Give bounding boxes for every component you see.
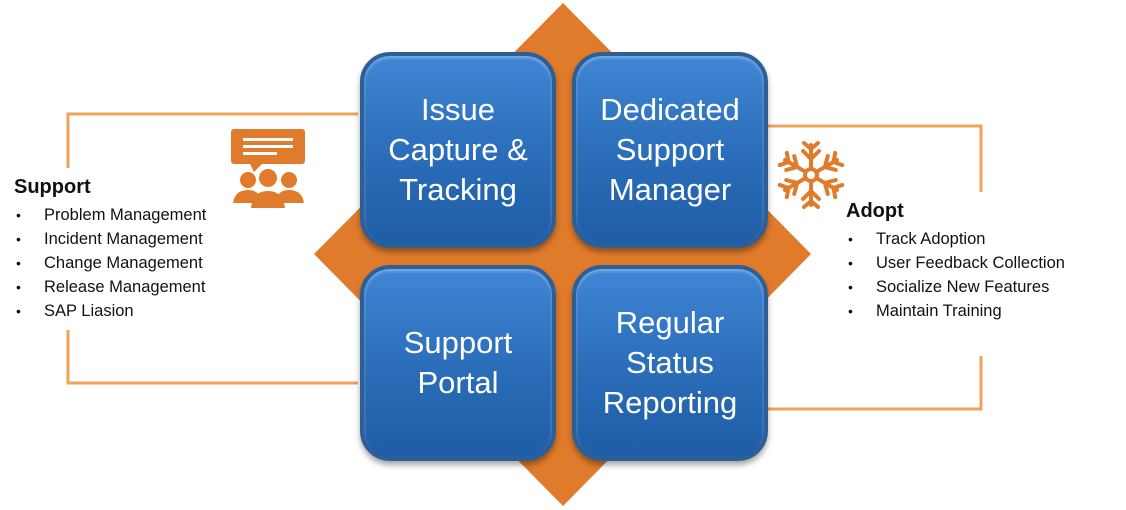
issue-capture-tracking-box: Issue Capture & Tracking [360,52,556,248]
box-line: Support [615,132,725,167]
regular-status-reporting-box: Regular Status Reporting [572,265,768,461]
list-item: •Track Adoption [846,227,1065,251]
list-item: •Socialize New Features [846,275,1065,299]
bullet-icon: • [848,279,853,295]
list-item: •Release Management [14,275,206,299]
bullet-icon: • [848,303,853,319]
list-item: •Problem Management [14,203,206,227]
bullet-icon: • [16,231,21,247]
box-line: Portal [417,365,499,400]
support-bracket-bottom [66,330,358,385]
box-line: Dedicated [600,92,740,127]
box-line: Manager [608,172,732,207]
bullet-icon: • [848,255,853,271]
box-line: Issue [420,92,496,127]
list-item: •User Feedback Collection [846,251,1065,275]
box-line: Regular [615,305,725,340]
list-item: •Incident Management [14,227,206,251]
support-panel: Support •Problem Management •Incident Ma… [14,176,206,323]
list-item: •SAP Liasion [14,299,206,323]
support-list: •Problem Management •Incident Management… [14,203,206,323]
adopt-panel: Adopt •Track Adoption •User Feedback Col… [846,200,1065,323]
box-line: Reporting [602,385,738,420]
snowflake-icon [777,141,845,209]
box-line: Capture & [388,132,528,167]
adopt-list: •Track Adoption •User Feedback Collectio… [846,227,1065,323]
adopt-bracket-bottom [760,356,983,411]
bullet-icon: • [848,231,853,247]
support-title: Support [14,176,91,198]
support-bracket-top [66,112,358,168]
box-line: Status [626,345,714,380]
adopt-bracket-top [760,124,983,192]
people-chat-icon [231,129,305,208]
list-item: •Change Management [14,251,206,275]
list-item: •Maintain Training [846,299,1065,323]
bullet-icon: • [16,207,21,223]
bullet-icon: • [16,255,21,271]
support-portal-box: Support Portal [360,265,556,461]
dedicated-support-manager-box: Dedicated Support Manager [572,52,768,248]
bullet-icon: • [16,279,21,295]
bullet-icon: • [16,303,21,319]
adopt-title: Adopt [846,200,904,222]
box-line: Tracking [399,172,517,207]
box-line: Support [403,325,513,360]
